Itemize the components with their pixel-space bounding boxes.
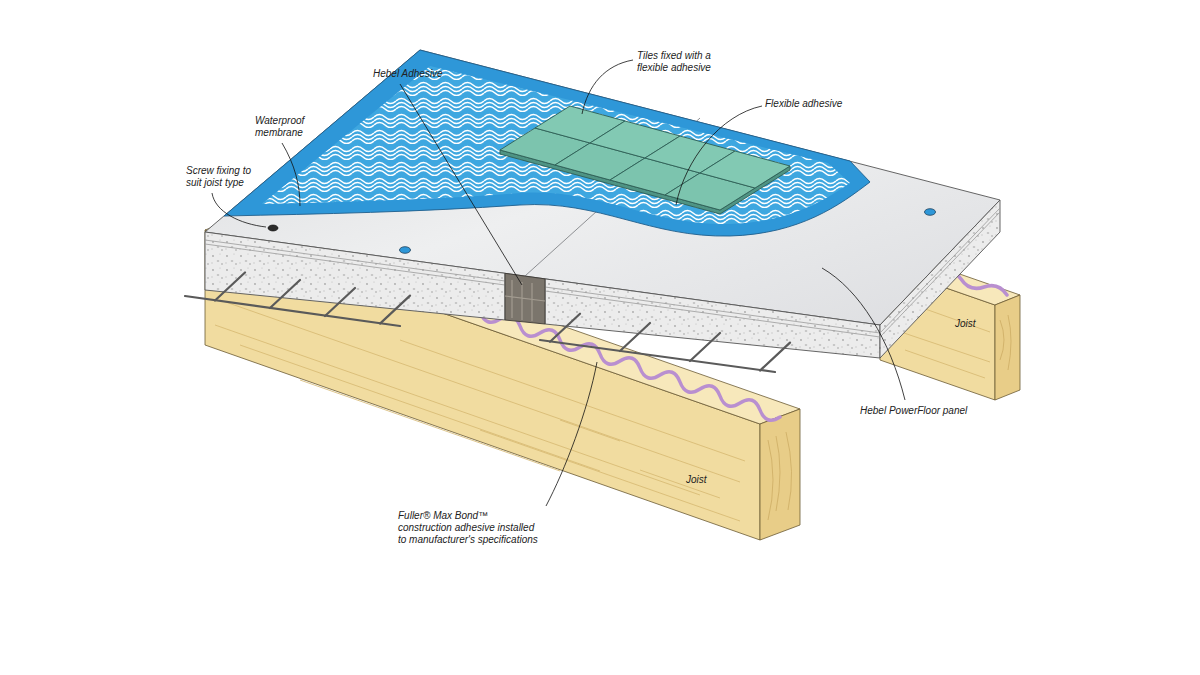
callout-label: Screw fixing to suit joist type xyxy=(186,165,266,189)
leader-line xyxy=(822,268,905,400)
flexible-adhesive-layer xyxy=(262,66,850,224)
panel-face xyxy=(545,279,880,358)
membrane-sheet xyxy=(224,50,870,236)
hebel-adhesive-joint xyxy=(505,273,545,324)
screw-plug xyxy=(925,209,936,216)
callout-label: Hebel Adhesive xyxy=(373,68,443,80)
panel-top xyxy=(205,50,1000,325)
callout-label: Flexible adhesive xyxy=(765,98,842,110)
reinforcement-bars xyxy=(185,273,790,373)
leader-line xyxy=(212,193,266,227)
tiles xyxy=(500,106,790,214)
wood-rings xyxy=(1000,315,1011,370)
leader-line xyxy=(676,106,762,205)
tile xyxy=(700,151,790,188)
callout-label: Hebel PowerFloor panel xyxy=(860,405,967,417)
bar xyxy=(540,340,775,372)
panel-face xyxy=(205,232,505,320)
callout-label: Joist xyxy=(955,318,976,330)
tongue-groove xyxy=(205,240,880,337)
callout-label: Waterproof membrane xyxy=(255,115,317,139)
leader-lines xyxy=(212,60,905,506)
joist-end xyxy=(995,295,1020,400)
adhesive-texture xyxy=(505,280,545,321)
panel-end xyxy=(880,200,1000,358)
joist-end xyxy=(760,409,800,540)
leader-line xyxy=(400,84,522,285)
callout-label: Fuller® Max Bond™ construction adhesive … xyxy=(398,510,538,546)
tongue-groove xyxy=(880,208,1000,337)
powerfloor-panels xyxy=(205,50,1000,358)
screw-hole xyxy=(268,225,278,231)
leader-line xyxy=(546,362,597,506)
callout-label: Tiles fixed with a flexible adhesive xyxy=(637,50,737,74)
leader-line xyxy=(282,143,300,206)
leader-line xyxy=(582,60,633,114)
bar xyxy=(550,314,790,371)
screw-plug xyxy=(400,247,411,254)
bar xyxy=(215,273,410,324)
callout-label: Joist xyxy=(686,474,707,486)
waterproof-membrane xyxy=(224,50,870,236)
bar xyxy=(185,296,400,326)
wood-rings xyxy=(768,432,792,520)
